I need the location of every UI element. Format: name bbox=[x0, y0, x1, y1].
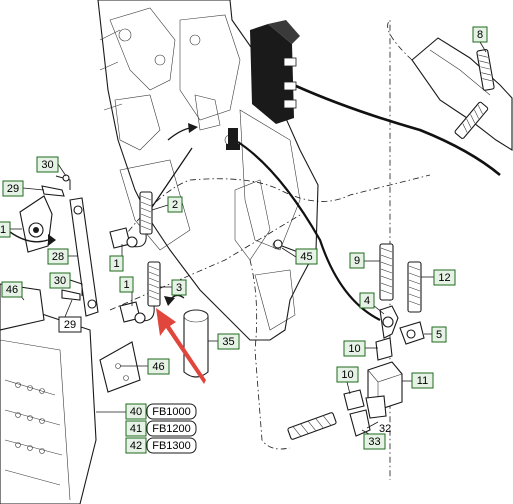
black-arrow-2 bbox=[167, 123, 198, 141]
svg-text:28: 28 bbox=[52, 251, 64, 263]
svg-text:9: 9 bbox=[354, 255, 360, 267]
valve-block bbox=[226, 20, 300, 150]
svg-text:12: 12 bbox=[438, 272, 450, 284]
callout-1c: 1 bbox=[119, 276, 134, 293]
svg-text:3: 3 bbox=[176, 282, 182, 294]
fitting-item-4 bbox=[379, 305, 399, 339]
bracket-item-1a bbox=[19, 195, 53, 253]
callout-2: 2 bbox=[167, 196, 183, 213]
callout-5: 5 bbox=[431, 326, 447, 343]
callout-46a: 46 bbox=[1, 281, 23, 298]
svg-text:2: 2 bbox=[172, 199, 178, 211]
callout-29b: 29 bbox=[58, 316, 82, 333]
svg-text:40: 40 bbox=[130, 406, 142, 418]
return-hose-thick bbox=[149, 84, 501, 321]
hose-item-9 bbox=[379, 243, 394, 301]
svg-text:35: 35 bbox=[222, 336, 234, 348]
callout-29a: 29 bbox=[2, 180, 24, 197]
rod-item-28 bbox=[69, 197, 99, 317]
fitting-item-10b bbox=[343, 389, 365, 411]
svg-text:FB1000: FB1000 bbox=[152, 406, 191, 418]
callout-28: 28 bbox=[47, 248, 69, 265]
svg-text:5: 5 bbox=[436, 329, 442, 341]
callout-10b: 10 bbox=[336, 366, 359, 383]
pin-item-29b bbox=[61, 289, 81, 301]
callout-35: 35 bbox=[217, 333, 240, 350]
callout-10a: 10 bbox=[343, 340, 366, 357]
fitting-item-5 bbox=[399, 321, 425, 345]
variant-row-42: 42 FB1300 bbox=[125, 437, 197, 454]
svg-text:33: 33 bbox=[368, 436, 380, 448]
pin-item-30a bbox=[55, 174, 71, 190]
callout-1a: 1 bbox=[0, 221, 11, 238]
hose-lower-right bbox=[287, 412, 337, 440]
hose-item-12 bbox=[407, 261, 422, 313]
svg-text:FB1200: FB1200 bbox=[152, 423, 191, 435]
callout-33: 33 bbox=[363, 433, 386, 450]
svg-text:29: 29 bbox=[7, 183, 19, 195]
svg-text:1: 1 bbox=[113, 258, 119, 270]
black-arrow-3 bbox=[164, 294, 185, 306]
red-highlight-arrow bbox=[156, 308, 206, 384]
callout-8: 8 bbox=[472, 26, 488, 43]
bolt-item-45 bbox=[273, 239, 299, 253]
hose-item-8a bbox=[476, 49, 495, 91]
fitting-item-1b bbox=[109, 227, 138, 249]
callout-12: 12 bbox=[433, 269, 456, 286]
svg-text:46: 46 bbox=[152, 361, 164, 373]
callout-46b: 46 bbox=[147, 358, 170, 375]
callout-30b: 30 bbox=[49, 272, 71, 289]
callout-9: 9 bbox=[349, 252, 365, 269]
callout-45: 45 bbox=[295, 248, 318, 265]
black-arrow-1 bbox=[9, 231, 56, 246]
svg-text:4: 4 bbox=[364, 295, 370, 307]
svg-text:41: 41 bbox=[130, 423, 142, 435]
pin-item-30b bbox=[69, 279, 83, 296]
svg-text:45: 45 bbox=[300, 251, 312, 263]
hose-item-3 bbox=[137, 261, 161, 322]
switch-item-33 bbox=[349, 395, 387, 437]
hose-item-8b bbox=[454, 101, 489, 139]
svg-text:29: 29 bbox=[64, 319, 76, 331]
callout-3: 3 bbox=[171, 279, 187, 296]
svg-text:1: 1 bbox=[123, 279, 129, 291]
svg-text:30: 30 bbox=[54, 275, 66, 287]
svg-text:10: 10 bbox=[348, 343, 360, 355]
callout-11: 11 bbox=[411, 372, 434, 389]
svg-text:42: 42 bbox=[130, 440, 142, 452]
variant-row-41: 41 FB1200 bbox=[125, 420, 197, 437]
variant-row-40: 40 FB1000 bbox=[125, 403, 197, 420]
callout-4: 4 bbox=[359, 292, 375, 309]
right-mount-plate bbox=[411, 37, 513, 151]
svg-text:46: 46 bbox=[6, 284, 18, 296]
svg-text:8: 8 bbox=[477, 29, 483, 41]
callout-32: 32 bbox=[379, 423, 391, 435]
leader-lines bbox=[10, 41, 487, 438]
callout-30a: 30 bbox=[36, 156, 59, 173]
hose-item-2 bbox=[129, 191, 153, 248]
fitting-item-10a bbox=[375, 337, 393, 361]
svg-text:10: 10 bbox=[341, 369, 353, 381]
callout-1b: 1 bbox=[109, 255, 124, 272]
svg-text:FB1300: FB1300 bbox=[152, 440, 191, 452]
svg-text:1: 1 bbox=[0, 224, 6, 236]
svg-text:32: 32 bbox=[379, 423, 391, 435]
fitting-item-1c bbox=[119, 301, 146, 324]
pin-item-29a bbox=[41, 185, 65, 197]
svg-text:30: 30 bbox=[41, 159, 53, 171]
svg-text:11: 11 bbox=[417, 375, 428, 387]
